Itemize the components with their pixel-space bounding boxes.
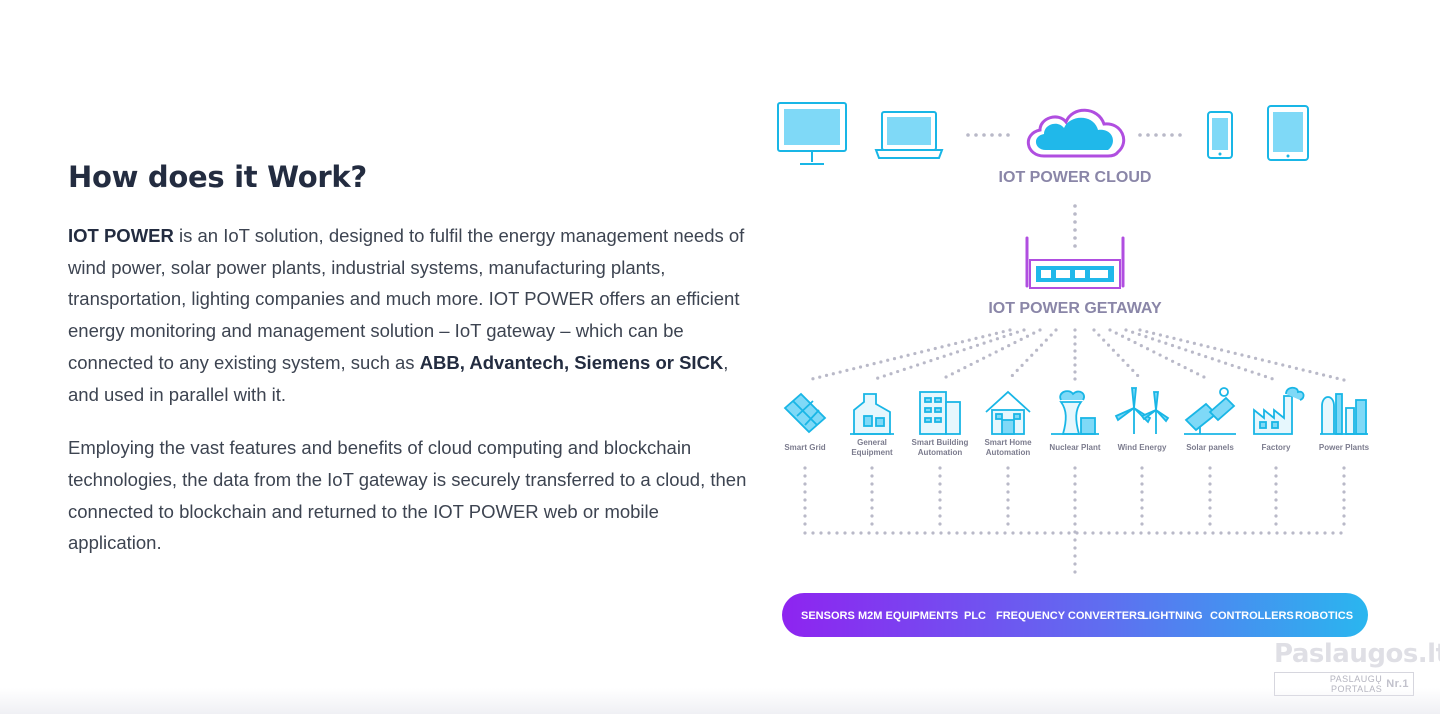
tablet-icon (1267, 105, 1309, 161)
wind-turbine-icon (1114, 387, 1170, 434)
intro-paragraph: IOT POWER is an IoT solution, designed t… (68, 220, 748, 410)
smart-grid-label: Smart Grid (784, 443, 825, 452)
power-plants-label: Power Plants (1319, 443, 1370, 452)
factory-label: Factory (1262, 443, 1291, 452)
desktop-monitor-icon (777, 102, 847, 165)
bar-item-lightning: LIGHTNING (1142, 610, 1203, 622)
equipment-icon (850, 393, 894, 435)
general-equipment-label-line1: General (857, 438, 887, 447)
nuclear-plant-icon (1051, 390, 1099, 435)
gateway-router-icon (1025, 236, 1125, 289)
bar-item-robotics: ROBOTICS (1295, 610, 1353, 622)
watermark: Paslaugos.lt PASLAUGŲ PORTALAS Nr.1 (1274, 639, 1440, 696)
category-drop-links (803, 466, 1346, 582)
bar-item-plc: PLC (964, 610, 986, 622)
category-label-power-plants: Power Plants (1319, 443, 1370, 452)
laptop-icon (874, 111, 944, 159)
solar-grid-icon (783, 392, 827, 434)
smart-home-label-line2: Automation (986, 448, 1031, 457)
general-equipment-label-line2: Equipment (851, 448, 893, 457)
category-label-solar-panels: Solar panels (1186, 443, 1234, 452)
how-it-works-section: How does it Work? IOT POWER is an IoT so… (68, 160, 748, 559)
nuclear-plant-label: Nuclear Plant (1049, 443, 1100, 452)
cloud-icon (1027, 108, 1126, 158)
cloud-paragraph: Employing the vast features and benefits… (68, 437, 747, 554)
solar-panel-icon (1184, 387, 1236, 435)
smart-home-label-line1: Smart Home (984, 438, 1032, 447)
smart-building-label-line2: Automation (918, 448, 963, 457)
bar-item-frequency-converters: FREQUENCY CONVERTERS (996, 610, 1144, 622)
category-label-wind-energy: Wind Energy (1118, 443, 1167, 452)
watermark-nr: Nr.1 (1386, 678, 1409, 690)
solar-panels-label: Solar panels (1186, 443, 1234, 452)
cloud-label: IOT POWER CLOUD (999, 169, 1152, 186)
bar-item-m2m-equipments: M2M EQUIPMENTS (858, 610, 958, 622)
home-icon (985, 390, 1031, 435)
smart-building-label-line1: Smart Building (912, 438, 969, 447)
bar-item-sensors: SENSORS (801, 610, 855, 622)
wind-energy-label: Wind Energy (1118, 443, 1167, 452)
fanout-links (806, 328, 1346, 382)
category-label-nuclear-plant: Nuclear Plant (1049, 443, 1100, 452)
cloud-gateway-link (1073, 204, 1077, 248)
bar-item-controllers: CONTROLLERS (1210, 610, 1294, 622)
building-icon (919, 391, 961, 435)
dots-right (1138, 133, 1182, 137)
supported-systems: ABB, Advantech, Siemens or SICK (419, 351, 724, 373)
device-types-bar: SENSORS M2M EQUIPMENTS PLC FREQUENCY CON… (782, 593, 1368, 637)
dots-left (966, 133, 1010, 137)
section-heading: How does it Work? (68, 160, 367, 194)
power-plant-icon (1320, 393, 1368, 435)
bottom-shade (0, 688, 1440, 714)
category-label-factory: Factory (1262, 443, 1291, 452)
intro-text-a: is an IoT solution, designed to fulfil t… (68, 225, 745, 373)
architecture-diagram: IOT POWER CLOUD IOT POWER GETAWAY (777, 102, 1370, 637)
phone-icon (1207, 111, 1233, 159)
intro-text-b: , and used in parallel with it. (68, 351, 729, 405)
brand-name: IOT POWER (68, 225, 174, 246)
factory-icon (1253, 386, 1305, 435)
gateway-label: IOT POWER GETAWAY (988, 300, 1162, 317)
watermark-brand: Paslaugos.lt (1274, 639, 1440, 669)
category-label-smart-grid: Smart Grid (784, 443, 825, 452)
